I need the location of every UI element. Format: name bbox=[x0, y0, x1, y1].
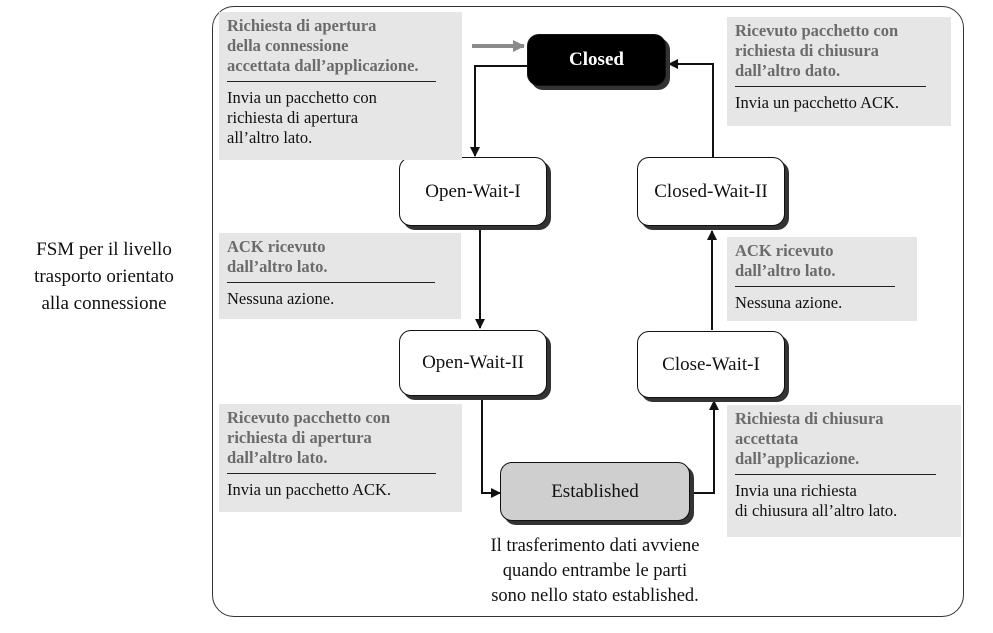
state-label: Closed-Wait-II bbox=[654, 180, 768, 202]
side-caption-line: FSM per il livello bbox=[36, 239, 172, 260]
condition-line: Richiesta di chiusura bbox=[735, 409, 884, 428]
transition-condition: ACK ricevuto dall’altro lato. bbox=[735, 241, 909, 281]
side-caption-line: trasporto orientato bbox=[34, 266, 174, 287]
condition-line: dall’altro lato. bbox=[735, 261, 836, 280]
condition-line: dall’applicazione. bbox=[735, 449, 860, 468]
condition-line: ACK ricevuto bbox=[735, 241, 834, 260]
condition-line: Richiesta di apertura bbox=[227, 16, 377, 35]
condition-line: ACK ricevuto bbox=[227, 237, 326, 256]
action-line: Nessuna azione. bbox=[227, 289, 335, 308]
divider bbox=[735, 474, 936, 475]
transition-action: Invia un pacchetto ACK. bbox=[227, 480, 454, 500]
transition-condition: Richiesta di apertura della connessione … bbox=[227, 16, 454, 76]
arrow-closed-to-open-wait-i bbox=[470, 65, 527, 157]
condition-line: richiesta di chiusura bbox=[735, 41, 879, 60]
transition-action: Invia una richiesta di chiusura all’altr… bbox=[735, 481, 953, 521]
state-label: Closed bbox=[569, 49, 624, 70]
state-closed-wait-ii: Closed-Wait-II bbox=[637, 157, 785, 226]
caption-line: quando entrambe le parti bbox=[502, 561, 688, 581]
annotation-open-wait-ii-to-established: Ricevuto pacchetto con richiesta di aper… bbox=[219, 404, 462, 512]
annotation-established-to-close-wait-i: Richiesta di chiusura accettata dall’app… bbox=[727, 405, 961, 537]
diagram-side-caption: FSM per il livello trasporto orientato a… bbox=[6, 236, 202, 317]
divider bbox=[735, 86, 927, 87]
transition-condition: Richiesta di chiusura accettata dall’app… bbox=[735, 409, 953, 469]
state-label: Open-Wait-I bbox=[425, 180, 521, 202]
state-label: Open-Wait-II bbox=[422, 352, 524, 373]
condition-line: dall’altro lato. bbox=[227, 257, 328, 276]
condition-line: della connessione bbox=[227, 36, 349, 55]
action-line: Invia un pacchetto ACK. bbox=[227, 480, 392, 499]
action-line: di chiusura all’altro lato. bbox=[735, 501, 898, 520]
condition-line: dall’altro lato. bbox=[227, 448, 328, 467]
transition-condition: Ricevuto pacchetto con richiesta di chiu… bbox=[735, 21, 943, 81]
side-caption-line: alla connessione bbox=[41, 293, 167, 314]
condition-line: richiesta di apertura bbox=[227, 428, 372, 447]
state-closed: Closed bbox=[527, 34, 666, 86]
caption-line: Il trasferimento dati avviene bbox=[490, 536, 700, 556]
condition-line: Ricevuto pacchetto con bbox=[227, 408, 391, 427]
divider bbox=[227, 282, 435, 283]
caption-line: sono nello stato established. bbox=[491, 586, 699, 606]
annotation-closed-to-open-wait-i: Richiesta di apertura della connessione … bbox=[219, 12, 462, 160]
arrow-closed-wait-ii-to-closed bbox=[668, 59, 714, 157]
condition-line: Ricevuto pacchetto con bbox=[735, 21, 899, 40]
diagram-frame bbox=[212, 6, 964, 617]
transition-action: Nessuna azione. bbox=[735, 293, 909, 313]
annotation-open-wait-i-to-open-wait-ii: ACK ricevuto dall’altro lato. Nessuna az… bbox=[219, 233, 461, 319]
state-label: Established bbox=[551, 480, 639, 502]
annotation-close-wait-i-to-closed-wait-ii: ACK ricevuto dall’altro lato. Nessuna az… bbox=[727, 237, 917, 321]
action-line: Invia un pacchetto ACK. bbox=[735, 93, 900, 112]
arrow-established-to-close-wait-i bbox=[691, 400, 719, 494]
transition-action: Invia un pacchetto con richiesta di aper… bbox=[227, 88, 454, 148]
action-line: Invia un pacchetto con bbox=[227, 88, 377, 107]
annotation-closed-wait-ii-to-closed: Ricevuto pacchetto con richiesta di chiu… bbox=[727, 17, 951, 126]
state-open-wait-i: Open-Wait-I bbox=[399, 157, 547, 226]
state-open-wait-ii: Open-Wait-II bbox=[399, 330, 547, 396]
transition-action: Invia un pacchetto ACK. bbox=[735, 93, 943, 113]
action-line: Invia una richiesta bbox=[735, 481, 857, 500]
divider bbox=[227, 473, 436, 474]
action-line: all’altro lato. bbox=[227, 128, 313, 147]
arrow-open-wait-ii-to-established bbox=[481, 397, 501, 498]
state-established: Established bbox=[500, 462, 690, 521]
action-line: richiesta di apertura bbox=[227, 108, 359, 127]
condition-line: dall’altro dato. bbox=[735, 61, 841, 80]
transition-condition: ACK ricevuto dall’altro lato. bbox=[227, 237, 453, 277]
condition-line: accettata dall’applicazione. bbox=[227, 56, 419, 75]
condition-line: accettata bbox=[735, 429, 799, 448]
state-label: Close-Wait-I bbox=[662, 353, 760, 375]
state-close-wait-i: Close-Wait-I bbox=[637, 331, 785, 398]
divider bbox=[735, 286, 896, 287]
transition-action: Nessuna azione. bbox=[227, 289, 453, 309]
transition-condition: Ricevuto pacchetto con richiesta di aper… bbox=[227, 408, 454, 468]
established-caption: Il trasferimento dati avviene quando ent… bbox=[440, 534, 750, 609]
action-line: Nessuna azione. bbox=[735, 293, 843, 312]
divider bbox=[227, 81, 436, 82]
